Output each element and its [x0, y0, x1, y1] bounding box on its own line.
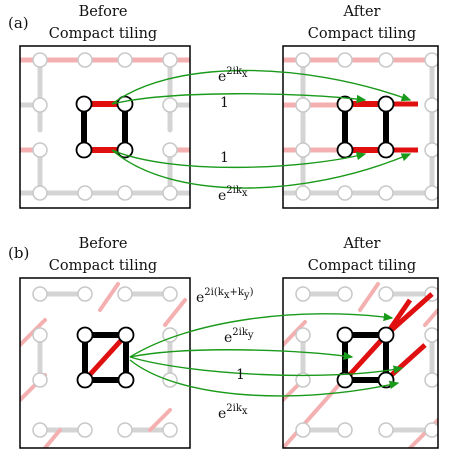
arrow-a-2 [111, 93, 367, 105]
arrows-b [129, 312, 404, 397]
before-panel-b [19, 277, 191, 449]
after-title-line2-b: Compact tiling [308, 258, 416, 274]
panel-label-a: (a) [8, 14, 29, 32]
before-title-line2-a: Compact tiling [49, 26, 157, 42]
arrow-a-1 [111, 69, 412, 105]
phase-a-3: 1 [220, 150, 229, 166]
plaquette-b [76, 326, 135, 389]
phase-b-3: 1 [236, 367, 245, 383]
after-frame-b [282, 277, 439, 449]
phase-labels-a: e2ikx 1 1 e2ikx [218, 66, 248, 204]
arrow-b-3 [129, 356, 404, 377]
plaquette-after-a [336, 95, 418, 159]
phase-b-1: e2i(kx+ky) [196, 287, 254, 306]
before-title-line1-b: Before [79, 236, 128, 252]
phase-b-2: e2iky [224, 327, 254, 346]
phase-a-4: e2ikx [218, 185, 248, 204]
phase-a-2: 1 [220, 95, 229, 111]
after-title-line2-a: Compact tiling [308, 26, 416, 42]
before-frame-b [19, 277, 191, 449]
arrow-a-3 [111, 149, 367, 169]
arrow-b-1 [129, 312, 394, 358]
panel-label-b: (b) [8, 244, 29, 262]
phase-b-4: e2ikx [218, 403, 248, 422]
before-frame-a [19, 45, 191, 209]
arrow-b-4 [129, 359, 400, 397]
arrows-a [111, 69, 412, 189]
after-panel-a [282, 45, 439, 209]
arrow-a-4 [111, 149, 412, 189]
phase-a-1: e2ikx [218, 66, 248, 85]
phase-labels-b: e2i(kx+ky) e2iky 1 e2ikx [196, 287, 254, 422]
after-frame-a [282, 45, 439, 209]
after-title-line1-b: After [343, 236, 381, 252]
before-title-line2-b: Compact tiling [49, 258, 157, 274]
arrow-b-2 [129, 349, 354, 361]
after-title-line1-a: After [343, 4, 381, 20]
plaquette-a [75, 95, 134, 159]
after-panel-b [282, 277, 439, 449]
before-title-line1-a: Before [79, 4, 128, 20]
before-panel-a [19, 45, 191, 209]
